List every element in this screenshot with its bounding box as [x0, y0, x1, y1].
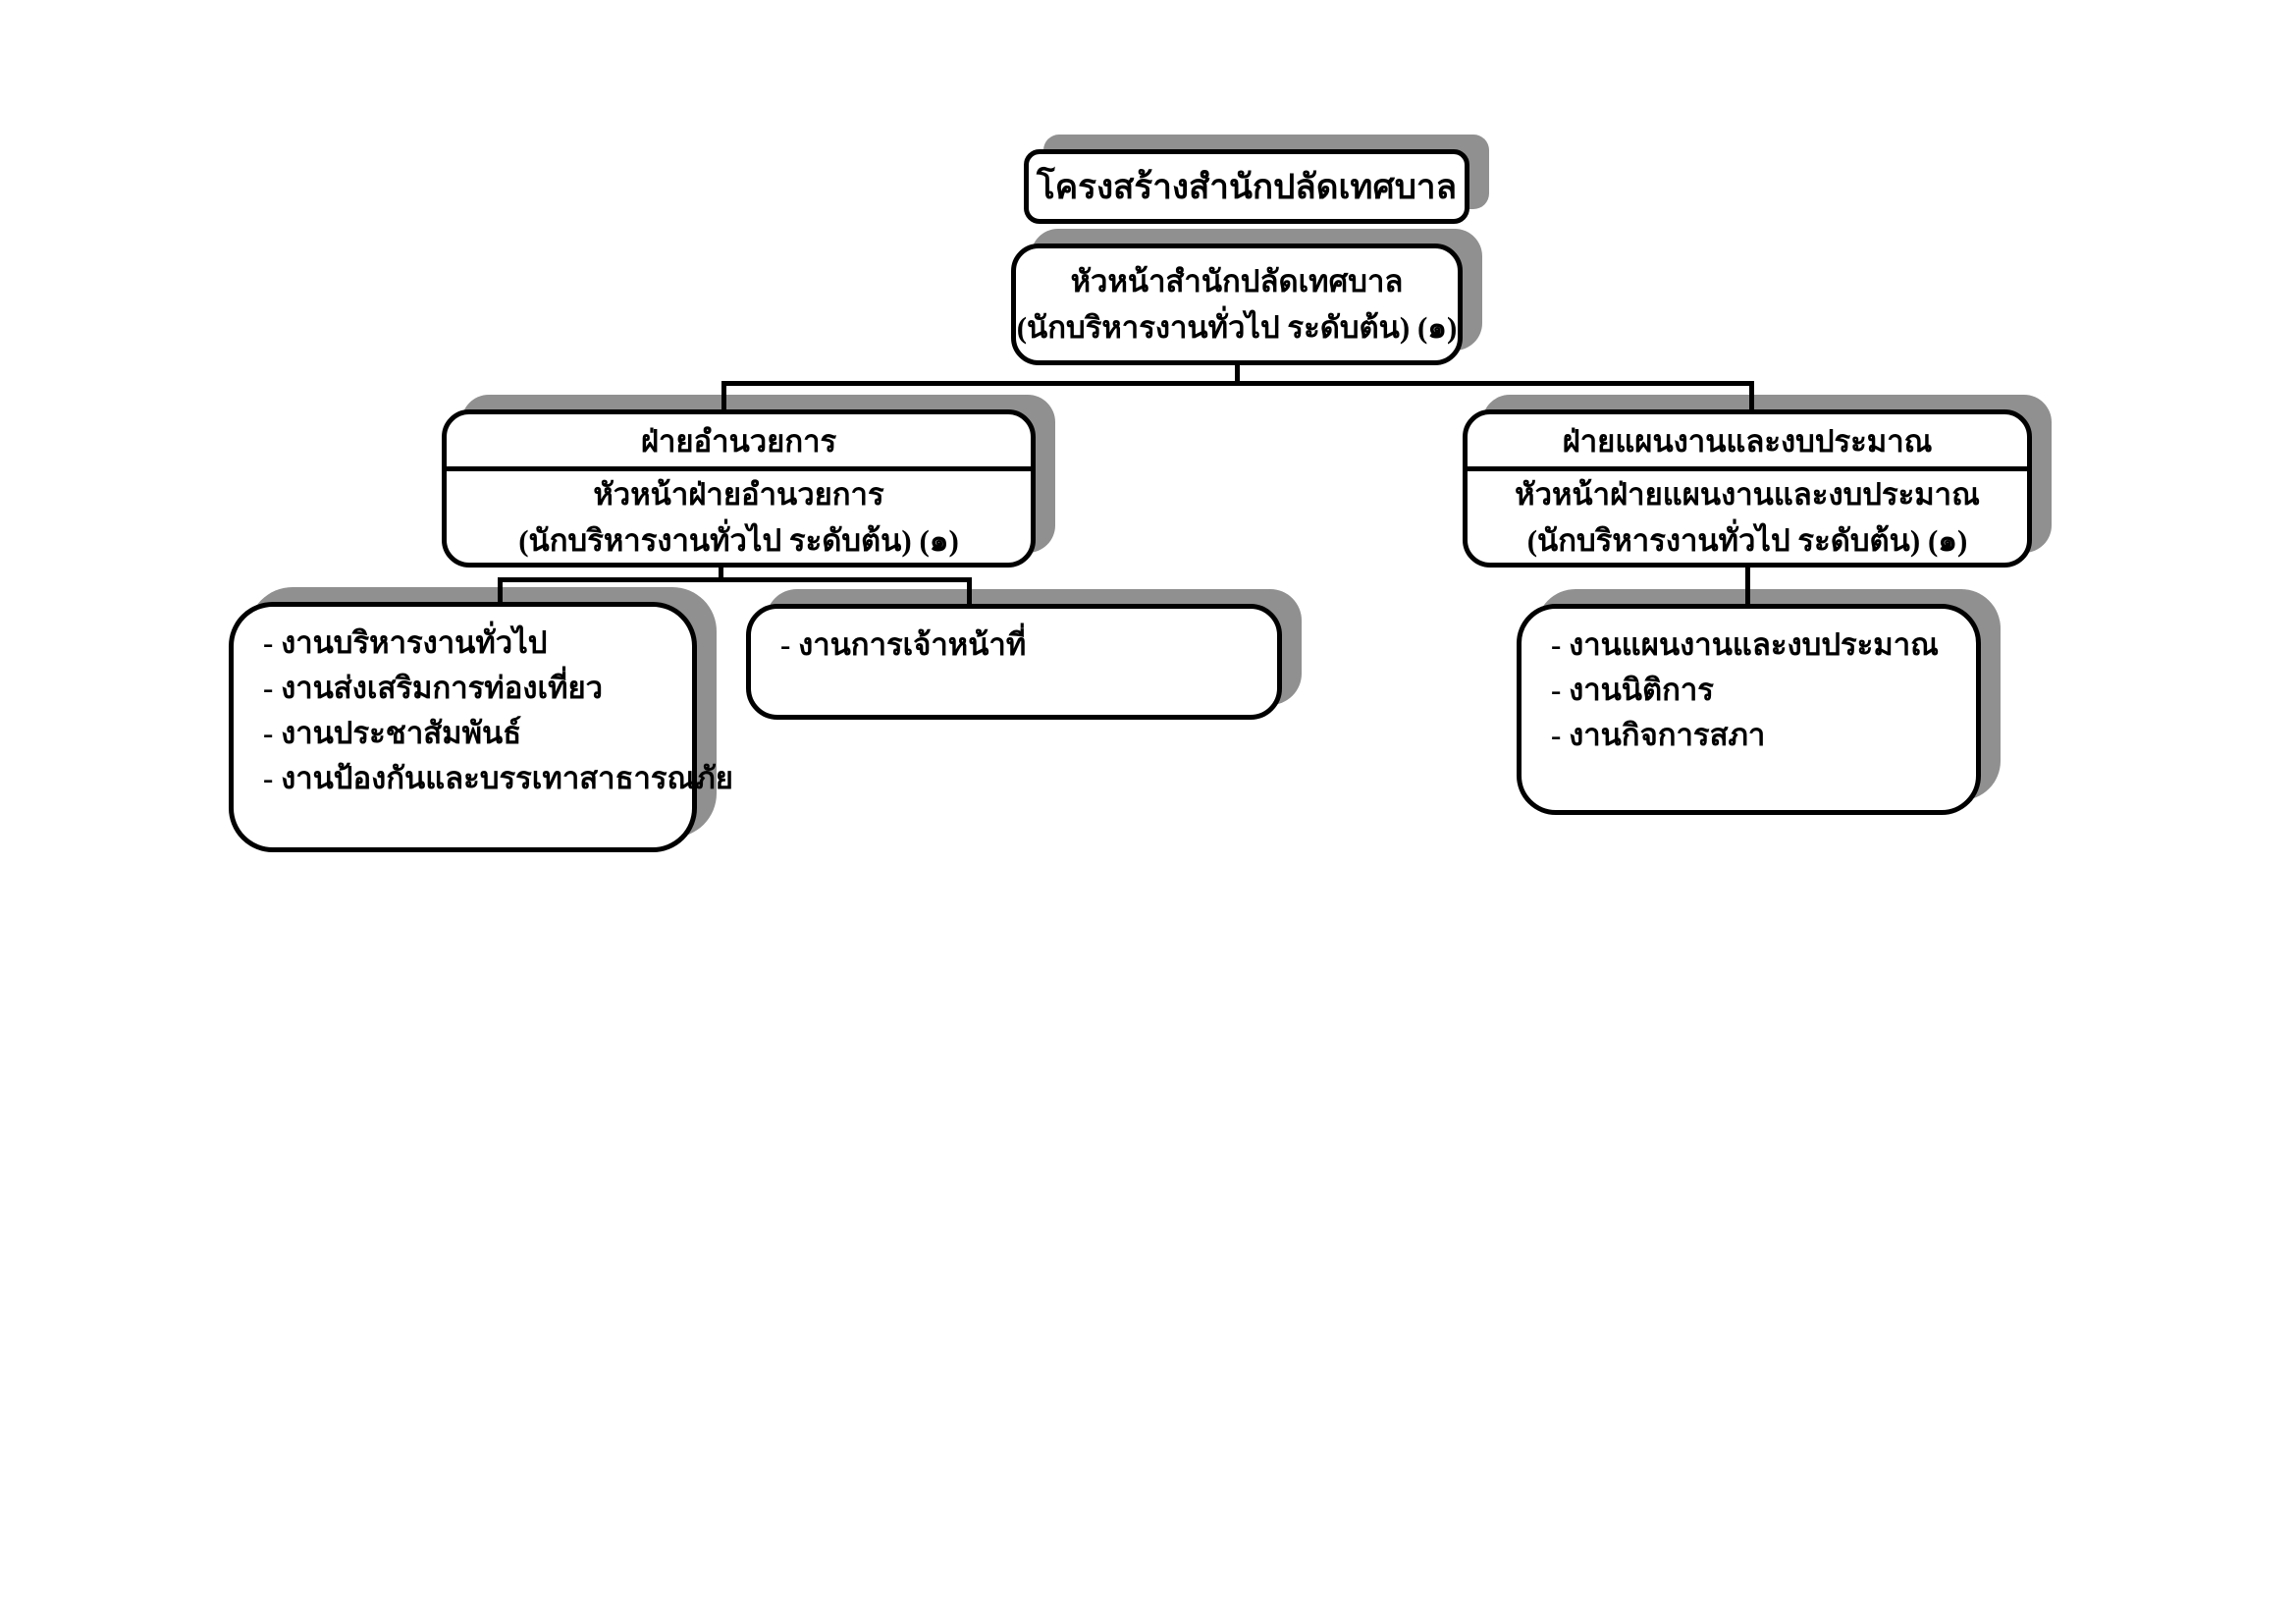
chart-title-box: โครงสร้างสำนักปลัดเทศบาล: [1024, 149, 1469, 224]
division-name: ฝ่ายแผนงานและงบประมาณ: [1468, 414, 2027, 471]
office-head-box: หัวหน้าสำนักปลัดเทศบาล (นักบริหารงานทั่ว…: [1011, 244, 1463, 365]
connector-top-horizontal: [721, 381, 1754, 386]
tasks-box-administration: - งานบริหารงานทั่วไป - งานส่งเสริมการท่อ…: [229, 602, 733, 852]
connector-right-division-stem: [1745, 566, 1750, 609]
tasks-box-planning-budget: - งานแผนงานและงบประมาณ - งานนิติการ - งา…: [1517, 604, 1981, 815]
division-head-position: (นักบริหารงานทั่วไป ระดับต้น) (๑): [1526, 522, 1968, 558]
division-box-administration: ฝ่ายอำนวยการ หัวหน้าฝ่ายอำนวยการ (นักบริ…: [442, 409, 1036, 568]
division-head-title: หัวหน้าฝ่ายอำนวยการ: [593, 476, 884, 512]
task-item: - งานบริหารงานทั่วไป: [263, 625, 548, 660]
task-item: - งานนิติการ: [1551, 673, 1714, 707]
chart-title: โครงสร้างสำนักปลัดเทศบาล: [1036, 167, 1458, 206]
division-head: หัวหน้าฝ่ายอำนวยการ (นักบริหารงานทั่วไป …: [447, 471, 1031, 563]
division-box-planning-budget: ฝ่ายแผนงานและงบประมาณ หัวหน้าฝ่ายแผนงานแ…: [1463, 409, 2032, 568]
task-item: - งานประชาสัมพันธ์: [263, 716, 522, 750]
division-head-position: (นักบริหารงานทั่วไป ระดับต้น) (๑): [518, 522, 959, 558]
connector-drop-personnel: [967, 577, 972, 609]
task-item: - งานกิจการสภา: [1551, 718, 1766, 752]
division-head: หัวหน้าฝ่ายแผนงานและงบประมาณ (นักบริหารง…: [1468, 471, 2027, 563]
connector-drop-left-tasks: [498, 577, 503, 607]
connector-head-stem: [1235, 363, 1240, 385]
connector-drop-right-division: [1749, 381, 1754, 412]
tasks-box-personnel: - งานการเจ้าหน้าที่: [746, 604, 1282, 720]
task-item: - งานการเจ้าหน้าที่: [780, 627, 1027, 662]
task-item: - งานส่งเสริมการท่องเที่ยว: [263, 671, 604, 705]
division-name: ฝ่ายอำนวยการ: [447, 414, 1031, 471]
task-item: - งานป้องกันและบรรเทาสาธารณภัย: [263, 761, 733, 795]
office-head-position: (นักบริหารงานทั่วไป ระดับต้น) (๑): [1016, 310, 1458, 345]
connector-drop-left-division: [721, 381, 726, 412]
task-item: - งานแผนงานและงบประมาณ: [1551, 627, 1939, 662]
connector-left-horizontal: [498, 577, 972, 582]
office-head-title: หัวหน้าสำนักปลัดเทศบาล: [1070, 264, 1404, 298]
division-head-title: หัวหน้าฝ่ายแผนงานและงบประมาณ: [1515, 476, 1980, 512]
connector-left-division-stem: [719, 566, 723, 581]
